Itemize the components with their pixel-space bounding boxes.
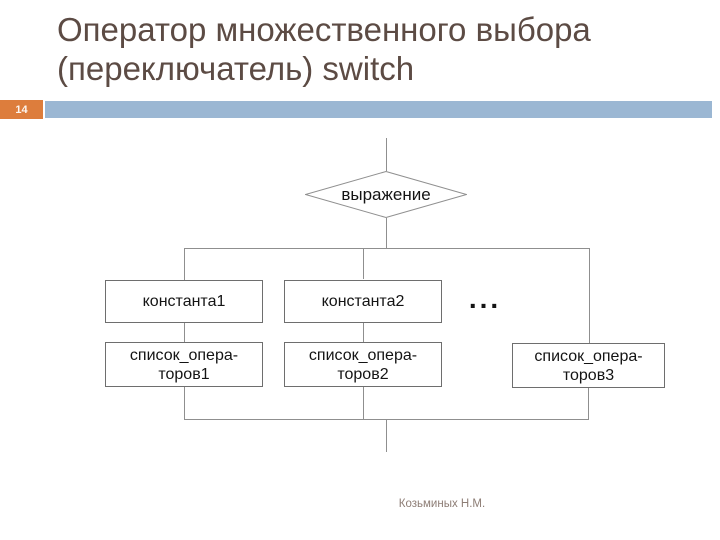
decision-diamond-shape — [305, 171, 467, 218]
statement-box-2: список_опера- торов2 — [284, 342, 442, 387]
line-top-connector — [386, 138, 387, 171]
decision-diamond: выражение — [305, 171, 467, 218]
more-cases-ellipsis: ... — [468, 283, 502, 314]
line-decision-out — [386, 218, 387, 248]
line-exit-connector — [386, 419, 387, 452]
statement-box-3: список_опера- торов3 — [512, 343, 665, 388]
line-stmt2-out — [363, 387, 364, 419]
case-box-2: константа2 — [284, 280, 442, 323]
case-box-1: константа1 — [105, 280, 263, 323]
line-drop-case3 — [589, 248, 590, 344]
line-bus-top — [185, 248, 590, 249]
slide-title-line2: (переключатель) switch — [57, 50, 415, 87]
line-case2-to-stmt2 — [363, 323, 364, 342]
footer-author: Козьминых Н.М. — [398, 498, 486, 510]
statement-box-1: список_опера- торов1 — [105, 342, 263, 387]
line-stmt1-out — [184, 387, 185, 419]
line-drop-case1 — [184, 248, 185, 281]
slide-title-line1: Оператор множественного выбора — [57, 11, 591, 48]
title-accent-bar — [45, 101, 712, 118]
page-number-badge: 14 — [0, 100, 43, 119]
line-case1-to-stmt1 — [184, 323, 185, 342]
line-stmt3-out — [588, 388, 589, 419]
slide-title: Оператор множественного выбора (переключ… — [57, 10, 697, 88]
line-drop-case2 — [363, 248, 364, 279]
decision-label: выражение — [341, 184, 431, 204]
